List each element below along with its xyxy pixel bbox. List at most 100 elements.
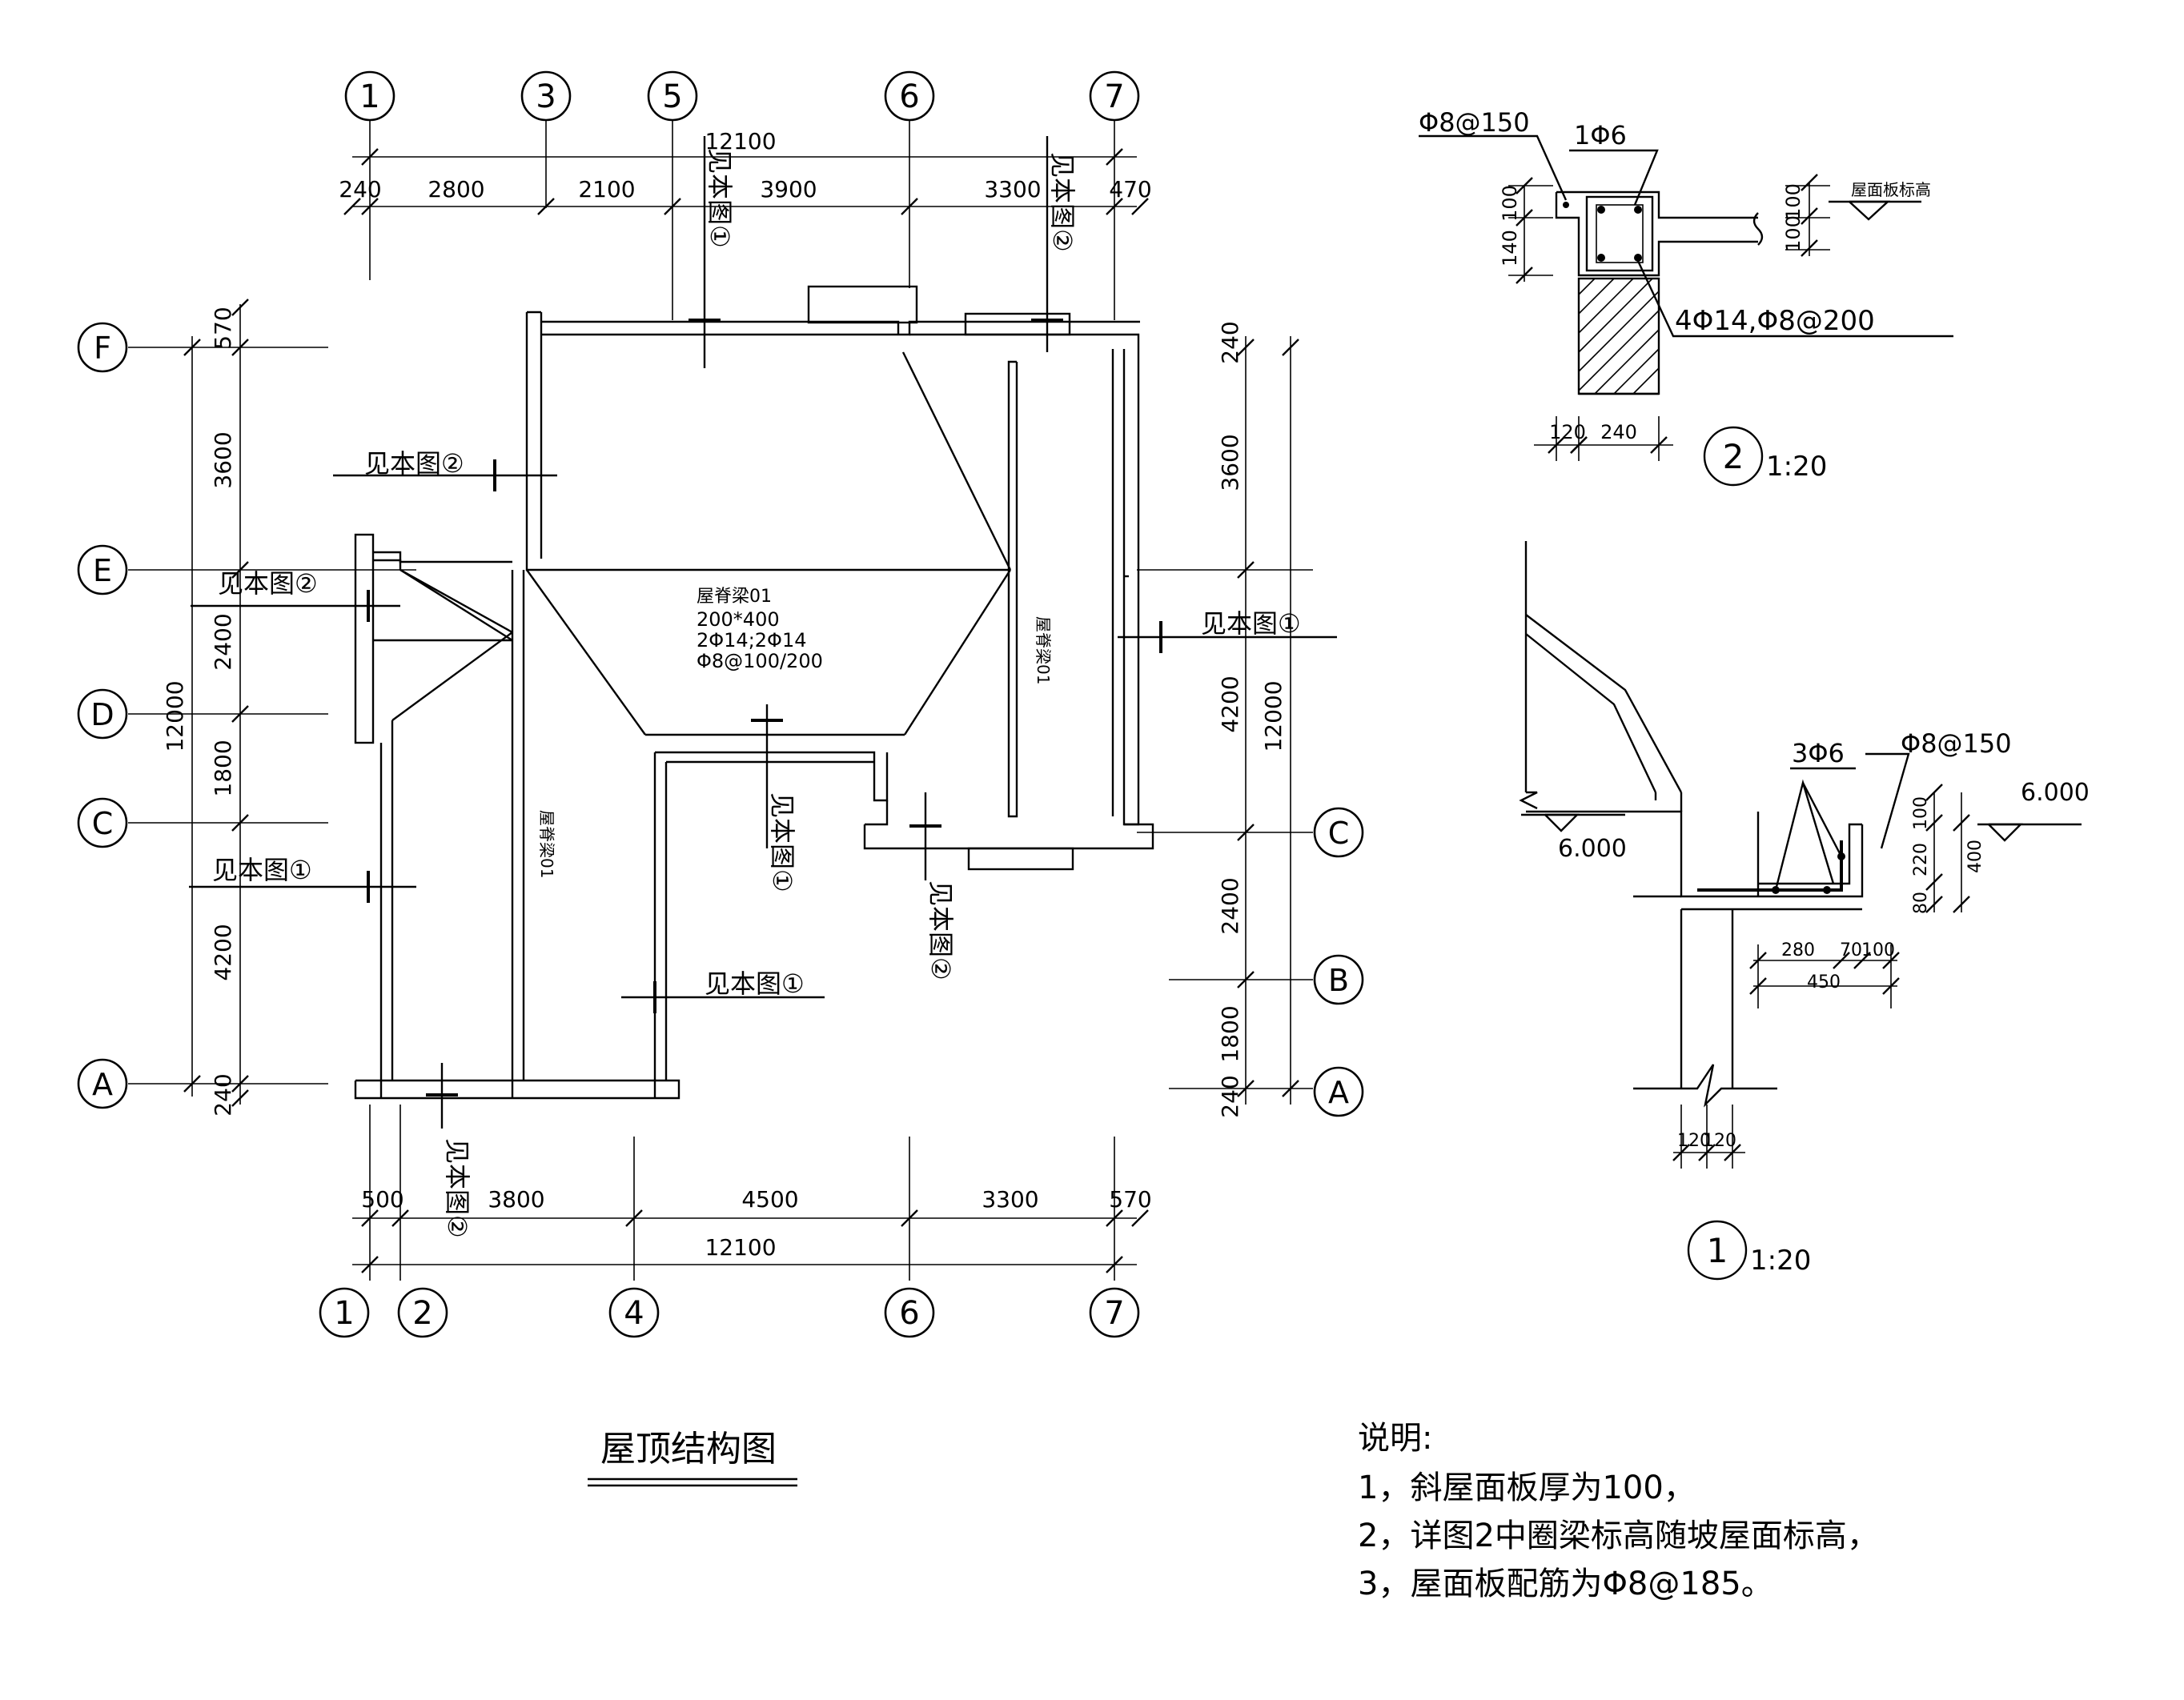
bottom-dim-3: 4500	[741, 1186, 798, 1213]
plan-grid-lines	[128, 120, 1313, 1281]
bottom-dim-5: 570	[1109, 1186, 1151, 1213]
detail-2: 100 140 100 100 屋面板标高 120 240 Φ8@150 1Φ6…	[1419, 107, 1953, 487]
right-dim-2: 3600	[1217, 434, 1243, 491]
axis-bubble-bottom-4	[608, 1287, 660, 1338]
top-dim-5: 3300	[984, 176, 1041, 202]
detail1-dim-h-1: 280	[1781, 940, 1815, 960]
detail2-tag-circle	[1703, 426, 1764, 487]
section-references: 见本图② 见本图② 见本图① 见本图① 见本图① 见本图① 见本图② 见本图① …	[189, 136, 1337, 1238]
axis-bubble-top-3	[520, 70, 572, 122]
axis-label-left-C: C	[92, 806, 114, 841]
detail2-rebar-top: 1Φ6	[1574, 120, 1627, 150]
eave-block	[967, 847, 1074, 871]
axis-bubble-left-D	[77, 688, 128, 740]
axis-label-left-E: E	[93, 553, 112, 588]
bottom-dim-4: 3300	[982, 1186, 1038, 1213]
right-dim-3: 4200	[1217, 676, 1243, 732]
axis-label-top-3: 3	[536, 78, 556, 115]
left-dim-4: 1800	[210, 740, 236, 796]
see-ref-1-right: 见本图①	[1201, 608, 1301, 639]
right-axis-bubbles: C B A	[1313, 807, 1364, 1117]
axis-label-right-C: C	[1328, 816, 1350, 851]
detail-1: 120 120 280 70 100 450 100 220 80 400 6.…	[1519, 541, 2090, 1281]
axis-bubble-top-7	[1089, 70, 1140, 122]
axis-label-bottom-2: 2	[412, 1295, 432, 1332]
top-dim-4: 3900	[760, 176, 817, 202]
axis-bubble-top-1	[344, 70, 395, 122]
axis-bubble-bottom-2	[397, 1287, 448, 1338]
bottom-dim-2: 3800	[488, 1186, 544, 1213]
detail2-rebar-main: 4Φ14,Φ8@200	[1675, 305, 1875, 337]
right-dimensions: 240 3600 4200 2400 1800 240 12000	[1217, 321, 1299, 1118]
axis-label-top-5: 5	[662, 78, 682, 115]
right-dim-5: 1800	[1217, 1005, 1243, 1062]
beam-size: 200*400	[697, 608, 780, 631]
axis-bubble-right-B	[1313, 954, 1364, 1005]
axis-bubble-top-5	[647, 70, 698, 122]
note-item-3: 3，屋面板配筋为Φ8@185。	[1358, 1566, 1773, 1602]
axis-label-right-B: B	[1328, 963, 1349, 998]
detail1-dim-v-4: 400	[1965, 840, 1985, 873]
detail2-beam-section	[1585, 195, 1654, 272]
see-ref-2-bottom-vertical: 见本图②	[442, 1138, 472, 1238]
detail2-dim-right-2: 100	[1782, 215, 1805, 252]
detail1-dim-v-3: 80	[1911, 892, 1931, 914]
beam-labels: 屋脊梁01 200*400 2Φ14;2Φ14 Φ8@100/200 屋脊梁01…	[537, 587, 1053, 878]
see-ref-1-top-vertical: 见本图①	[705, 148, 735, 248]
left-total-dim: 12000	[162, 680, 188, 752]
detail1-rebar-a: 3Φ6	[1792, 738, 1845, 768]
top-dim-3: 2100	[578, 176, 635, 202]
detail2-dim-bottom-1: 120	[1549, 421, 1586, 443]
detail2-dim-right-1: 100	[1782, 183, 1805, 220]
axis-bubble-bottom-1	[319, 1287, 370, 1338]
notes: 说明: 1，斜屋面板厚为100， 2，详图2中圈梁标高随坡屋面标高， 3，屋面板…	[1358, 1420, 1879, 1602]
right-dim-4: 2400	[1217, 877, 1243, 934]
right-dim-1: 240	[1217, 321, 1243, 363]
right-dim-6: 240	[1217, 1075, 1243, 1117]
axis-label-bottom-4: 4	[624, 1295, 644, 1332]
notes-heading: 说明:	[1358, 1420, 1432, 1457]
left-axis-bubbles: F E D C A	[77, 322, 128, 1109]
axis-bubble-right-A	[1313, 1066, 1364, 1117]
axis-label-left-A: A	[92, 1067, 113, 1102]
detail1-elevation-right: 6.000	[2021, 779, 2090, 807]
axis-label-left-D: D	[90, 697, 114, 732]
detail1-dim-bottom-1: 120	[1677, 1131, 1711, 1151]
see-ref-2-top-right-vertical: 见本图②	[1047, 152, 1078, 252]
detail1-tag-circle	[1687, 1220, 1748, 1281]
beam-name-left: 屋脊梁01	[537, 810, 556, 878]
left-dim-5: 4200	[210, 924, 236, 980]
axis-label-left-F: F	[94, 331, 111, 366]
see-ref-2-left-mid: 见本图②	[218, 568, 318, 599]
detail2-wall-hatch	[1577, 277, 1660, 395]
see-ref-1-bottom-center: 见本图①	[705, 968, 805, 999]
chimney-top	[807, 285, 918, 324]
see-ref-1-center-vertical: 见本图①	[767, 792, 797, 892]
detail1-scale: 1:20	[1750, 1245, 1811, 1277]
plan-title: 屋顶结构图	[588, 1429, 797, 1487]
detail2-dim-left-1: 100	[1499, 185, 1521, 222]
beam-name-center: 屋脊梁01	[697, 587, 772, 607]
axis-bubble-left-F	[77, 322, 128, 373]
detail1-dim-h-4: 450	[1807, 972, 1841, 992]
detail1-dim-h-2: 70	[1840, 940, 1862, 960]
left-parapet	[354, 533, 375, 744]
see-ref-2-upper-left: 见本图②	[364, 448, 464, 479]
axis-label-top-6: 6	[899, 78, 919, 115]
detail1-tag-number: 1	[1707, 1231, 1728, 1270]
axis-bubble-bottom-6	[884, 1287, 935, 1338]
axis-label-top-7: 7	[1104, 78, 1124, 115]
detail2-tag-number: 2	[1723, 437, 1744, 476]
bottom-dimensions: 500 3800 4500 3300 570 12100	[352, 1186, 1152, 1273]
see-ref-2-right-bottom-vertical: 见本图②	[925, 880, 956, 980]
top-dim-2: 2800	[428, 176, 484, 202]
detail1-dim-v-2: 220	[1911, 843, 1931, 876]
axis-label-bottom-6: 6	[899, 1295, 919, 1332]
axis-bubble-left-A	[77, 1058, 128, 1109]
left-dimensions: 570 3600 2400 1800 4200 240 12000	[162, 299, 249, 1117]
left-dim-2: 3600	[210, 431, 236, 488]
top-dimensions: 12100 240 2800 2100 3900 3300 470	[339, 128, 1152, 215]
beam-stirrup: Φ8@100/200	[697, 650, 823, 672]
left-dim-6: 240	[210, 1073, 236, 1116]
note-item-2: 2，详图2中圈梁标高随坡屋面标高，	[1358, 1518, 1879, 1554]
